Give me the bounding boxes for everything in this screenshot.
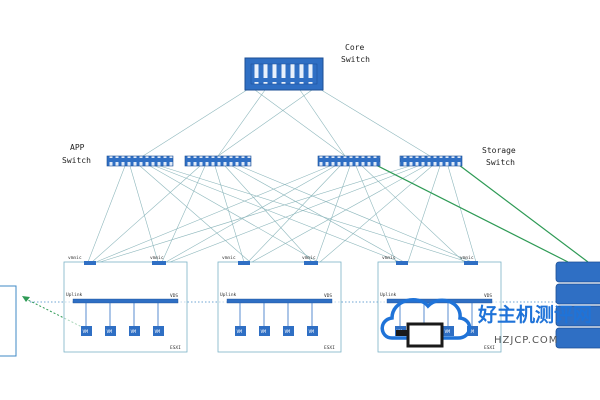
esxi-host-3-vm-3-label: VM <box>445 329 451 335</box>
storage-array-disk-2-icon <box>555 283 600 305</box>
cloud-logo-icon <box>380 298 472 340</box>
esxi-host-3-vds-label: VDS <box>484 293 492 299</box>
storage-switch-label-1: Storage <box>482 146 516 155</box>
esxi-host-3-nic-right-icon <box>464 261 478 265</box>
switch-links <box>87 87 477 263</box>
esxi-host-2-vm-3[interactable] <box>283 326 294 336</box>
esxi-host-3-vmnic-right: vmnic <box>460 255 474 261</box>
esxi-host-1-nic-left-icon <box>84 261 96 265</box>
esxi-host-1-vm-2-label: VM <box>107 329 113 335</box>
esxi-host-1-uplink-label: Uplink <box>66 292 83 298</box>
esxi-host-1-vds-bar <box>72 298 179 304</box>
esxi-host-2-vm-4-label: VM <box>309 329 315 335</box>
esxi-host-1-vm-3-label: VM <box>131 329 137 335</box>
storage-links <box>369 161 589 263</box>
core-switch[interactable]: Core Switch <box>244 43 370 91</box>
esxi-host-2-vm-2-label: VM <box>261 329 267 335</box>
esxi-host-1-vds-label: VDS <box>170 293 178 299</box>
core-switch-label-2: Switch <box>341 55 370 64</box>
esxi-host-1-vm-4-label: VM <box>155 329 161 335</box>
esxi-host-1-vm-1[interactable] <box>81 326 92 336</box>
watermark-url-text: HZJCP.COM <box>494 335 558 346</box>
esxi-host-1-vm-1-label: VM <box>83 329 89 335</box>
esxi-host-3-vm-4-label: VM <box>469 329 475 335</box>
esxi-host-2-box <box>217 261 342 353</box>
esxi-host-2-vmnic-right: vmnic <box>302 255 316 261</box>
app-switch-label-2: Switch <box>62 156 91 165</box>
esxi-host-2-vm-4[interactable] <box>307 326 318 336</box>
storage-array[interactable] <box>555 261 600 349</box>
esxi-host-1-vmnic-right: vmnic <box>150 255 164 261</box>
esxi-host-3-vmnic-left: vmnic <box>382 255 396 261</box>
left-partial-host-box <box>0 285 17 357</box>
laptop-logo-icon <box>406 322 444 348</box>
esxi-host-2-vmnic-left: vmnic <box>222 255 236 261</box>
esxi-host-3-vm-3[interactable] <box>443 326 454 336</box>
esxi-host-3-name: ESXI <box>484 345 495 351</box>
storage-array-disk-1-icon <box>555 261 600 283</box>
esxi-host-2[interactable]: vmnic vmnic Uplink VDS VM VM VM VM ESXI <box>217 255 342 353</box>
esxi-host-1-vm-2[interactable] <box>105 326 116 336</box>
esxi-host-2-nic-right-icon <box>304 261 318 265</box>
esxi-host-3-nic-left-icon <box>396 261 408 265</box>
app-switch-label-1: APP <box>70 143 85 152</box>
esxi-host-3-uplink-label: Uplink <box>380 292 397 298</box>
left-arrow-head-icon <box>22 296 30 302</box>
esxi-host-3-vm-4[interactable] <box>467 326 478 336</box>
core-switch-label-1: Core <box>345 43 364 52</box>
esxi-host-1-nic-right-icon <box>152 261 166 265</box>
esxi-host-2-vm-2[interactable] <box>259 326 270 336</box>
storage-switch-unit-1-icon <box>317 155 381 167</box>
esxi-host-2-vm-1[interactable] <box>235 326 246 336</box>
watermark-brand-text: 好主机测评网 <box>477 303 592 326</box>
esxi-host-1[interactable]: vmnic vmnic Uplink VDS VM VM VM VM ESXI <box>63 255 188 353</box>
storage-array-disk-3-icon <box>555 305 600 327</box>
storage-switch-label-2: Switch <box>486 158 515 167</box>
esxi-host-2-name: ESXI <box>324 345 335 351</box>
app-switch-unit-2-icon <box>184 155 252 167</box>
esxi-host-1-vmnic-left: vmnic <box>68 255 82 261</box>
app-switch[interactable]: APP Switch <box>62 143 252 167</box>
storage-switch-unit-2-icon <box>399 155 463 167</box>
esxi-host-1-box <box>63 261 188 353</box>
watermark: 好主机测评网 HZJCP.COM <box>380 298 592 348</box>
esxi-host-2-vm-1-label: VM <box>237 329 243 335</box>
esxi-host-2-vds-label: VDS <box>324 293 332 299</box>
esxi-host-2-vds-bar <box>226 298 333 304</box>
esxi-host-1-name: ESXI <box>170 345 181 351</box>
left-dotted-arrow <box>23 297 85 329</box>
esxi-host-1-vm-4[interactable] <box>153 326 164 336</box>
esxi-host-2-vm-3-label: VM <box>285 329 291 335</box>
esxi-host-2-nic-left-icon <box>238 261 250 265</box>
storage-switch[interactable]: Storage Switch <box>317 146 516 167</box>
esxi-host-2-uplink-label: Uplink <box>220 292 237 298</box>
app-switch-unit-1-icon <box>106 155 174 167</box>
storage-array-disk-4-icon <box>555 327 600 349</box>
esxi-host-1-vm-3[interactable] <box>129 326 140 336</box>
